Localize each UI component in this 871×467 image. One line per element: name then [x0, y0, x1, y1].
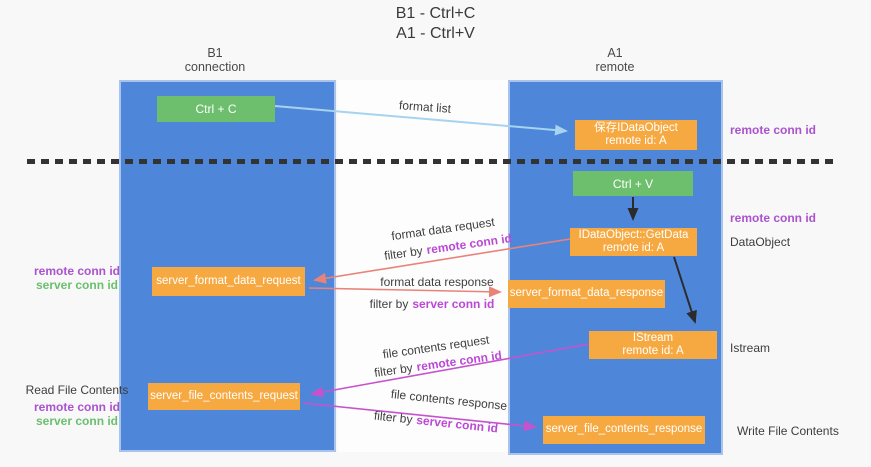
node-save-idataobject: 保存IDataObject remote id: A [575, 120, 697, 150]
label-istream: Istream [730, 341, 771, 355]
label-group-file-filter-keys: Read File Contents remote conn id server… [12, 383, 142, 428]
diagram-title-line1: B1 - Ctrl+C [395, 5, 476, 22]
label-write-file-contents: Write File Contents [737, 424, 839, 438]
lifeline-b1-name: B1 [207, 46, 223, 60]
node-save-idataobject-title: 保存IDataObject [594, 121, 678, 134]
node-idataobject-getdata-subtitle: remote id: A [602, 242, 665, 254]
node-save-idataobject-subtitle: remote id: A [605, 135, 667, 147]
node-idataobject-getdata: IDataObject::GetData remote id: A [570, 228, 697, 256]
node-ctrl-c-label: Ctrl + C [195, 102, 237, 116]
lifeline-header-b1: B1 connection [130, 46, 300, 74]
node-server-format-data-response: server_format_data_response [508, 280, 665, 308]
node-server-file-contents-response: server_file_contents_response [543, 416, 705, 444]
node-server-format-data-request-label: server_format_data_request [156, 274, 301, 287]
node-server-file-contents-request-label: server_file_contents_request [150, 389, 298, 402]
label-server-conn-id-left-2: server conn id [35, 414, 119, 428]
node-ctrl-v-label: Ctrl + V [612, 176, 654, 191]
lifeline-header-a1: A1 remote [530, 46, 700, 74]
diagram-title: B1 - Ctrl+C A1 - Ctrl+V [0, 4, 871, 44]
label-read-file-contents: Read File Contents [25, 383, 129, 397]
node-server-format-data-response-label: server_format_data_response [509, 287, 664, 300]
node-istream-title: IStream [632, 331, 674, 344]
node-server-file-contents-request: server_file_contents_request [148, 383, 300, 410]
label-remote-conn-id-right: remote conn id [730, 211, 817, 225]
phase-separator-dashed-line [27, 159, 838, 164]
node-istream-subtitle: remote id: A [622, 345, 684, 357]
label-dataobject: DataObject [730, 235, 791, 249]
label-remote-conn-id-left-2: remote conn id [33, 400, 120, 414]
node-ctrl-c: Ctrl + C [157, 96, 275, 122]
annotation-format-data-response: format data response [357, 275, 517, 289]
label-server-conn-id-left: server conn id [35, 278, 119, 292]
label-remote-conn-id-left: remote conn id [33, 264, 120, 278]
label-remote-conn-id-top-right: remote conn id [730, 123, 817, 137]
lifeline-a1-name: A1 [607, 46, 623, 60]
node-istream: IStream remote id: A [589, 331, 717, 359]
node-server-format-data-request: server_format_data_request [152, 267, 305, 296]
node-server-file-contents-response-label: server_file_contents_response [545, 423, 703, 436]
filter-key-server-conn-id: server conn id [412, 297, 495, 311]
annotation-format-data-response-text: format data response [380, 275, 494, 289]
label-group-format-filter-keys: remote conn id server conn id [12, 264, 142, 292]
diagram-title-line2: A1 - Ctrl+V [396, 25, 475, 42]
node-ctrl-v: Ctrl + V [573, 171, 693, 196]
lifeline-a1-role: remote [595, 60, 635, 74]
filter-prefix: filter by [369, 297, 409, 311]
node-idataobject-getdata-title: IDataObject::GetData [578, 228, 689, 241]
lifeline-b1-role: connection [184, 60, 246, 74]
